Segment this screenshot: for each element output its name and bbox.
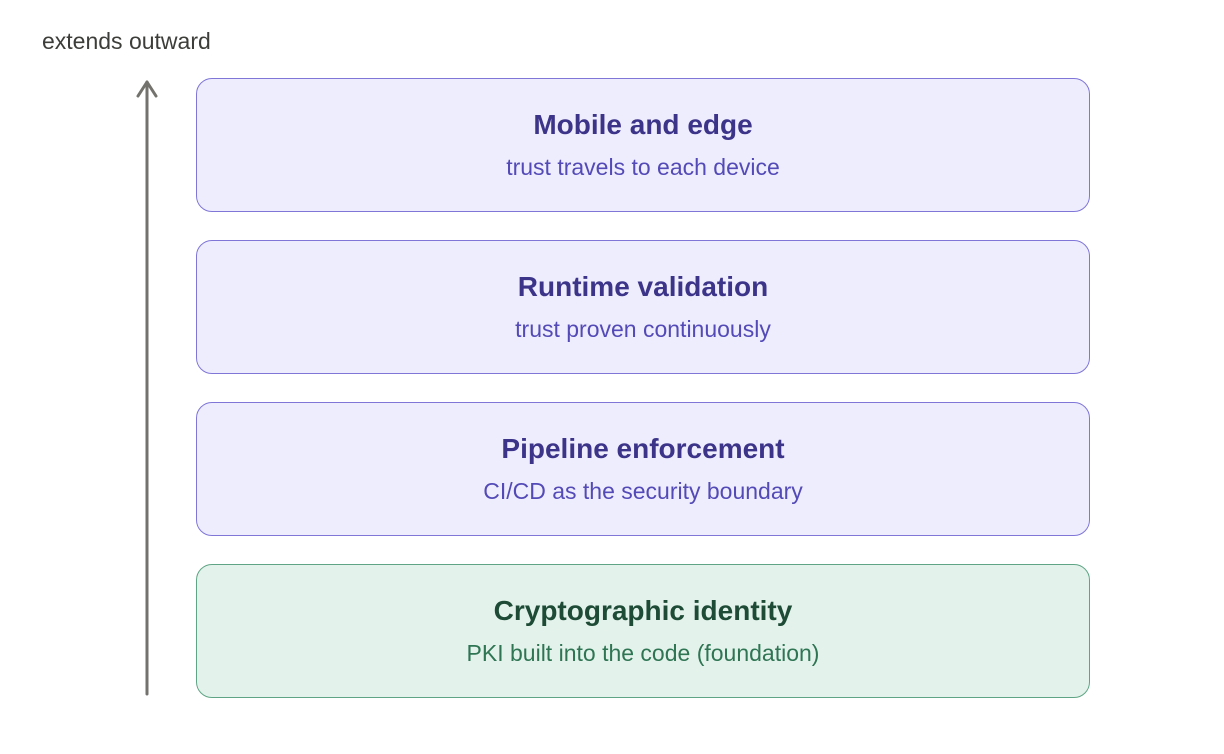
layer-runtime-validation: Runtime validation trust proven continuo… bbox=[196, 240, 1090, 374]
layer-mobile-and-edge: Mobile and edge trust travels to each de… bbox=[196, 78, 1090, 212]
layer-subtitle: trust travels to each device bbox=[506, 154, 780, 180]
layer-title: Mobile and edge bbox=[533, 109, 753, 141]
layer-title: Runtime validation bbox=[517, 271, 769, 303]
layer-cryptographic-identity: Cryptographic identity PKI built into th… bbox=[196, 564, 1090, 698]
layer-title: Cryptographic identity bbox=[493, 595, 793, 627]
layer-subtitle: PKI built into the code (foundation) bbox=[466, 640, 820, 666]
layer-subtitle: trust proven continuously bbox=[515, 316, 771, 342]
layer-pipeline-enforcement: Pipeline enforcement CI/CD as the securi… bbox=[196, 402, 1090, 536]
axis-label: extends outward bbox=[42, 28, 211, 54]
up-arrow-icon bbox=[136, 80, 158, 696]
layer-subtitle: CI/CD as the security boundary bbox=[483, 478, 803, 504]
layer-title: Pipeline enforcement bbox=[501, 433, 785, 465]
